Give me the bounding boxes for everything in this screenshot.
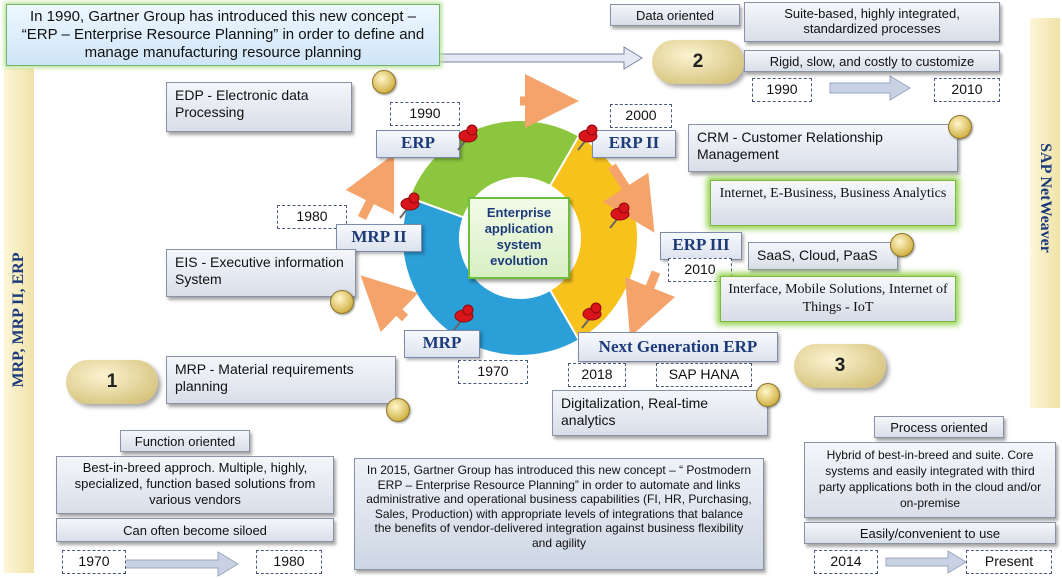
stage-mrp-description: MRP - Material requirements planning	[166, 356, 396, 404]
stage-erp-year: 1990	[390, 102, 460, 126]
ring-segment-blue	[401, 196, 581, 357]
arrow-intro-to-phase2	[437, 46, 643, 70]
coin-icon	[386, 398, 410, 422]
arrow-phase3-years	[885, 550, 967, 574]
stage-mrp-label: MRP	[404, 330, 480, 358]
phase3-number-badge: 3	[794, 344, 886, 388]
stage-erp-label: ERP	[376, 130, 460, 158]
stage-mrp2-label: MRP II	[336, 224, 422, 252]
phase2-year-start: 1990	[752, 78, 812, 102]
connector-arrows	[123, 46, 967, 577]
phase2-description: Suite-based, highly integrated, standard…	[744, 2, 1000, 42]
stage-erp-description: EDP - Electronic data Processing	[166, 82, 352, 132]
stage-erp2-description: CRM - Customer Relationship Management	[688, 124, 958, 172]
phase3-orientation: Process oriented	[874, 416, 1004, 438]
arrow-erp2-to-erp3	[602, 163, 655, 233]
stage-erp3-description: SaaS, Cloud, PaaS	[748, 242, 898, 270]
phase3-description: Hybrid of best-in-breed and suite. Core …	[804, 442, 1056, 518]
coin-icon	[948, 115, 972, 139]
coin-icon	[330, 290, 354, 314]
stage-nextgen-label: Next Generation ERP	[578, 332, 778, 362]
phase1-year-end: 1980	[256, 550, 322, 574]
phase2-drawback: Rigid, slow, and costly to customize	[744, 50, 1000, 72]
coin-icon	[372, 70, 396, 94]
arrow-phase1-years	[123, 551, 239, 577]
arrow-mrp-to-mrp2	[360, 275, 419, 333]
stage-erp2-extra: Internet, E-Business, Business Analytics	[710, 180, 956, 226]
phase1-number-badge: 1	[66, 360, 158, 404]
right-side-bar: SAP NetWeaver	[1030, 18, 1060, 408]
phase2-orientation: Data oriented	[610, 4, 740, 26]
stage-erp2-year: 2000	[610, 104, 672, 128]
phase1-year-start: 1970	[62, 550, 126, 574]
phase3-drawback: Easily/convenient to use	[804, 522, 1056, 544]
stage-nextgen-product: SAP HANA	[656, 363, 752, 387]
phase3-year-start: 2014	[814, 550, 878, 574]
stage-mrp2-description: EIS - Executive information System	[166, 249, 356, 297]
phase2-number-badge: 2	[652, 40, 744, 84]
arrow-mrp2-to-erp	[345, 153, 395, 221]
phase2-year-end: 2010	[934, 78, 1000, 102]
center-title: Enterprise application system evolution	[468, 197, 570, 279]
coin-icon	[890, 233, 914, 257]
phase3-year-end: Present	[966, 550, 1052, 574]
stage-erp3-extra: Interface, Mobile Solutions, Internet of…	[720, 276, 956, 322]
stage-mrp-year: 1970	[458, 360, 528, 384]
stage-nextgen-year: 2018	[568, 363, 626, 387]
phase1-description: Best-in-breed approch. Multiple, highly,…	[56, 456, 334, 514]
cycle-arrows	[345, 74, 676, 338]
arrow-erp3-to-nextgen	[624, 270, 676, 338]
coin-icon	[756, 383, 780, 407]
bottom-intro-note: In 2015, Gartner Group has introduced th…	[354, 458, 764, 570]
left-side-bar: MRP, MRP II, ERP	[4, 68, 34, 573]
top-intro-note: In 1990, Gartner Group has introduced th…	[6, 4, 440, 66]
stage-nextgen-description: Digitalization, Real-time analytics	[552, 390, 768, 436]
arrow-phase2-years	[829, 75, 911, 101]
stage-mrp2-year: 1980	[277, 205, 347, 229]
phase1-orientation: Function oriented	[120, 430, 250, 452]
stage-erp2-label: ERP II	[592, 130, 676, 158]
phase1-drawback: Can often become siloed	[56, 518, 334, 542]
stage-erp3-label: ERP III	[660, 232, 742, 260]
